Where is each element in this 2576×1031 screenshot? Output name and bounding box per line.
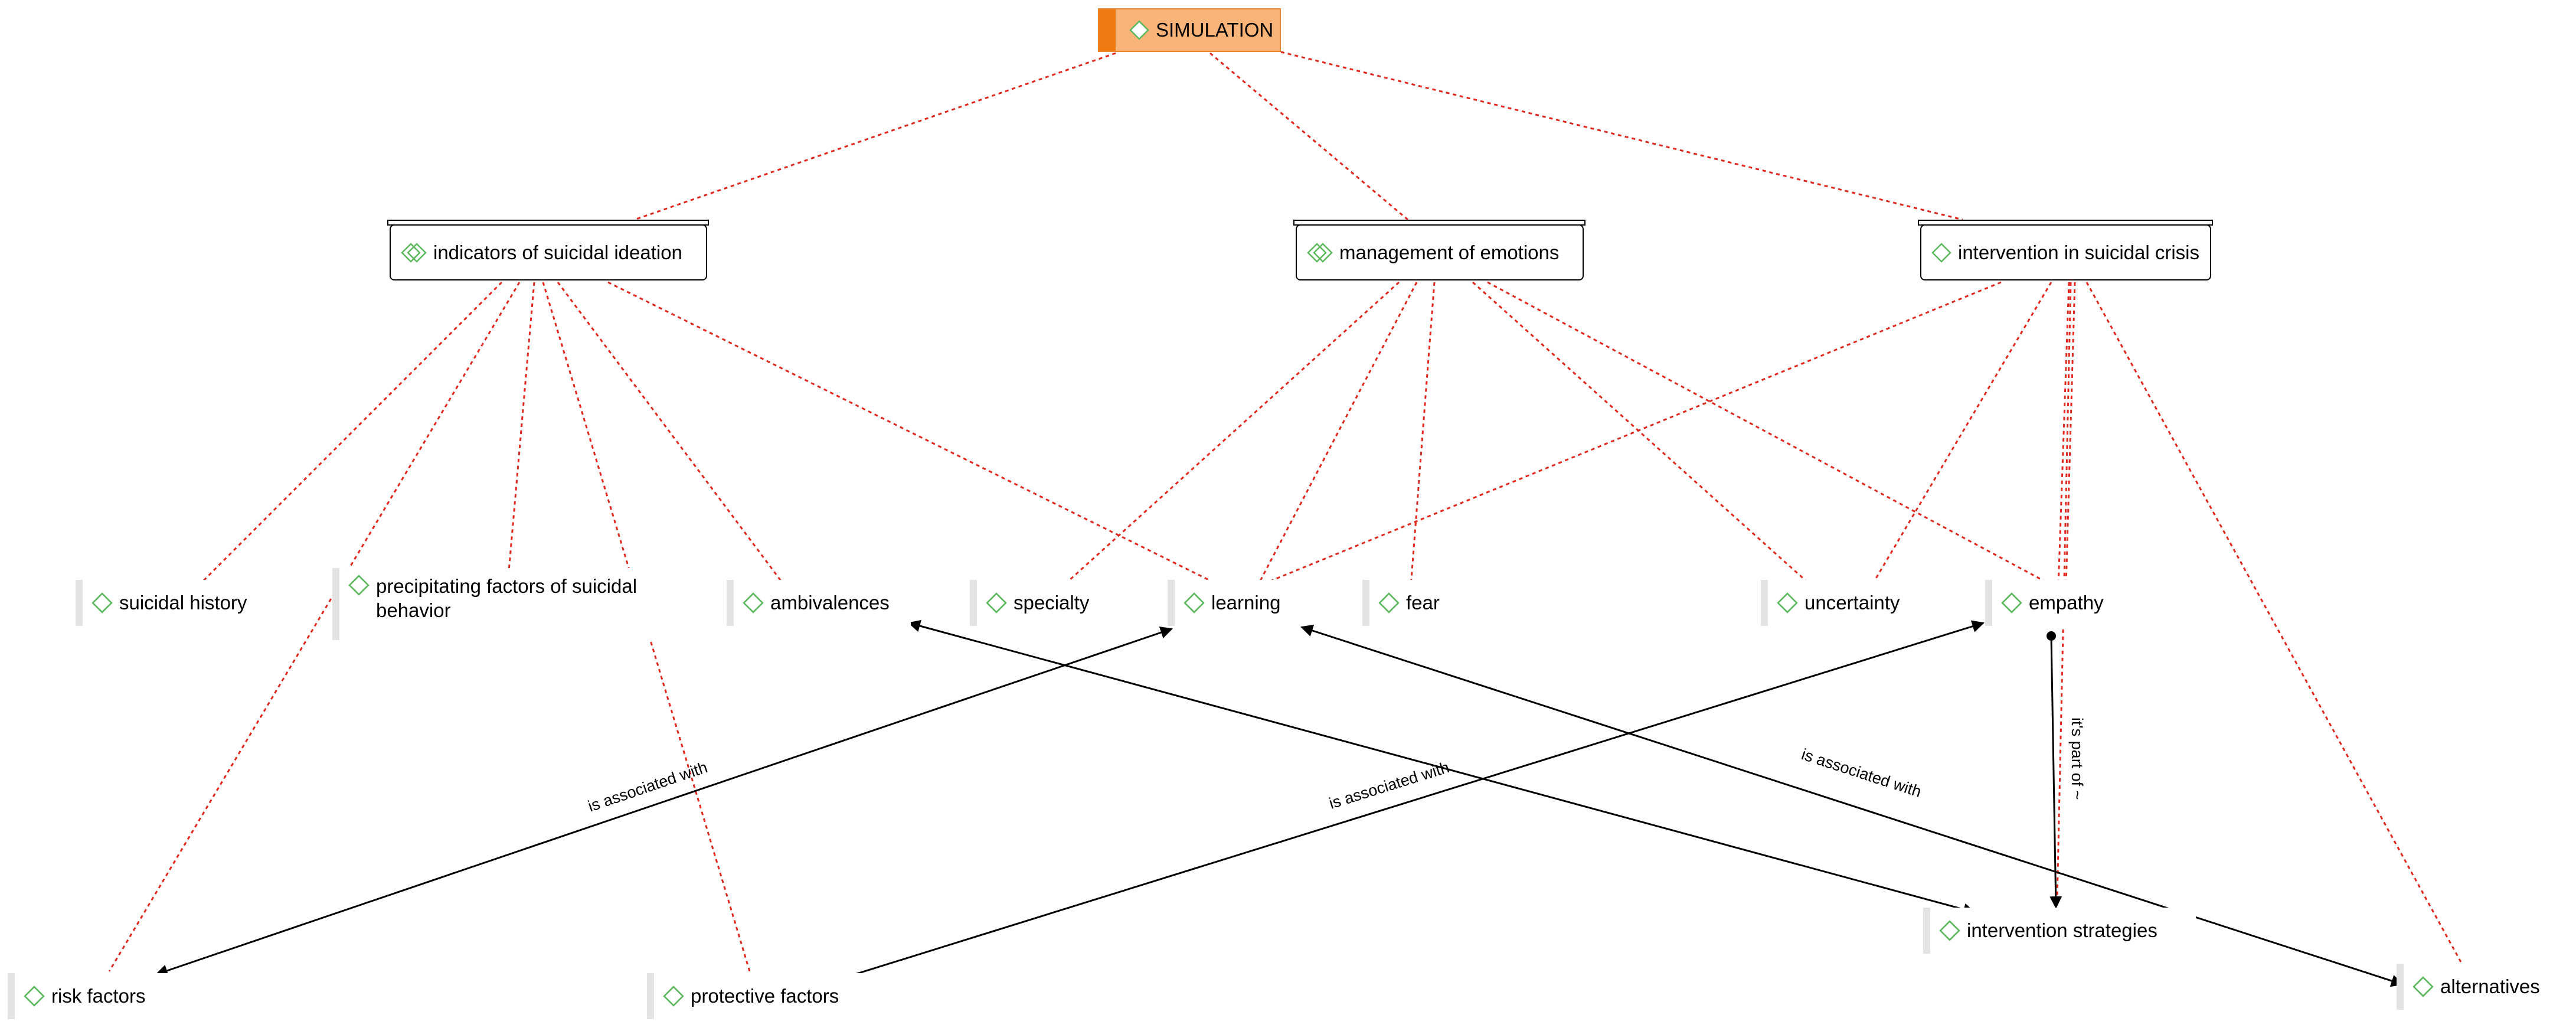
diamond-icon [348,575,370,596]
link-root-indicators [634,52,1116,221]
link-indicators-suicidal-history [197,281,503,588]
double-diamond-icon [1307,242,1333,263]
link-indicators-precipitating [506,282,535,585]
root-accent [1099,9,1116,51]
diamond-icon [24,986,45,1007]
link-emotions-specialty [1061,281,1400,588]
link-indicators-learning [607,281,1222,588]
relation-label-empathy-strategies: it's part of ~ [2068,717,2086,800]
relation-label-protective-empathy: is associated with [1327,758,1452,813]
code-label: intervention strategies [1967,919,2157,942]
diamond-icon [1939,920,1960,941]
link-emotions-fear [1410,282,1436,587]
code-label: protective factors [691,985,839,1007]
code-label: ambivalences [770,592,890,614]
diamond-icon [1129,20,1149,40]
link-emotions-uncertainty [1472,281,1813,588]
category-indicators[interactable]: indicators of suicidal ideation [390,224,707,280]
code-uncertainty[interactable]: uncertainty [1768,580,1924,626]
link-emotions-learning [1256,282,1418,587]
link-intervention-empathy-1 [2057,282,2070,587]
code-label: empathy [2029,592,2104,614]
relation-protective-empathy [825,620,1985,986]
category-emotions[interactable]: management of emotions [1296,224,1584,280]
relation-links [155,619,2404,987]
category-label: indicators of suicidal ideation [433,241,682,263]
relation-label-learning-alternatives: is associated with [1799,745,1924,801]
code-label: fear [1406,592,1440,614]
category-label: intervention in suicidal crisis [1958,241,2200,263]
code-risk-factors[interactable]: risk factors [15,973,174,1019]
diamond-icon [1378,592,1400,614]
diamond-icon [663,986,684,1007]
diamond-icon [1931,242,1951,263]
root-node[interactable]: SIMULATION [1098,8,1281,52]
category-intervention[interactable]: intervention in suicidal crisis [1920,224,2211,280]
code-alternatives[interactable]: alternatives [2404,964,2563,1010]
code-label: learning [1211,592,1281,614]
diamond-icon [1777,592,1798,614]
code-ambivalences[interactable]: ambivalences [734,580,911,626]
diamond-icon [986,592,1007,614]
relation-empathy-strategies [2049,635,2062,909]
link-root-intervention [1280,51,1963,221]
link-intervention-empathy-2 [2065,282,2076,587]
code-label: suicidal history [119,592,247,614]
code-label: alternatives [2440,975,2540,998]
diamond-icon [91,592,113,614]
code-suicidal-history[interactable]: suicidal history [83,580,277,626]
double-diamond-icon [401,242,427,263]
link-root-emotions [1209,52,1408,221]
code-label: specialty [1014,592,1090,614]
diamond-icon [743,592,764,614]
relation-learning-alternatives [1300,624,2404,987]
code-intervention-strategies[interactable]: intervention strategies [1930,908,2196,954]
code-label: risk factors [51,985,146,1007]
diamond-icon [2412,976,2434,997]
code-links [108,51,2466,972]
diamond-icon [2001,592,2022,614]
code-precipitating-factors[interactable]: precipitating factors of suicidal behavi… [339,568,673,640]
relation-origin-dot [2047,631,2056,641]
link-intervention-learning [1257,281,2002,588]
code-fear[interactable]: fear [1369,580,1461,626]
root-label: SIMULATION [1156,19,1274,41]
code-label: precipitating factors of suicidal behavi… [376,575,638,622]
code-label: uncertainty [1804,592,1900,614]
diamond-icon [1184,592,1205,614]
link-intervention-alternatives [2085,282,2466,969]
code-specialty[interactable]: specialty [977,580,1114,626]
code-empathy[interactable]: empathy [1992,580,2125,626]
code-protective-factors[interactable]: protective factors [654,973,867,1019]
link-indicators-ambivalences [557,282,786,587]
code-learning[interactable]: learning [1175,580,1305,626]
link-intervention-uncertainty [1870,282,2052,587]
category-label: management of emotions [1339,241,1560,263]
link-emotions-empathy [1487,281,2055,588]
